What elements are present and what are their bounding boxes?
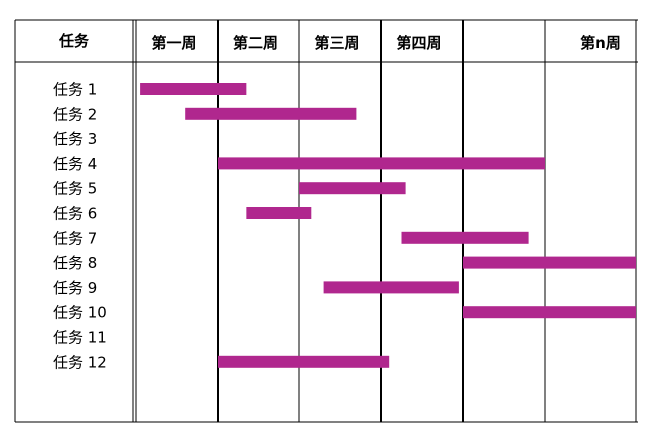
task-label: 任务 3 bbox=[53, 130, 97, 148]
task-label: 任务 7 bbox=[53, 229, 97, 247]
gantt-bar bbox=[323, 281, 459, 294]
task-label: 任务 8 bbox=[53, 254, 97, 272]
task-label: 任务 6 bbox=[53, 205, 97, 223]
task-label: 任务 4 bbox=[53, 155, 97, 173]
gantt-bar bbox=[463, 256, 636, 269]
task-label: 任务 1 bbox=[53, 81, 97, 99]
task-column-header: 任务 bbox=[58, 32, 90, 50]
task-label: 任务 11 bbox=[53, 329, 107, 347]
task-label: 任务 10 bbox=[53, 304, 107, 322]
task-label: 任务 12 bbox=[53, 353, 107, 371]
gantt-bar bbox=[218, 157, 545, 170]
task-label: 任务 5 bbox=[53, 180, 97, 198]
period-header: 第一周 bbox=[151, 34, 196, 52]
gantt-bar bbox=[218, 355, 390, 368]
gantt-bar bbox=[185, 107, 357, 120]
gantt-bar bbox=[463, 306, 636, 319]
period-header: 第n周 bbox=[580, 34, 621, 52]
period-header: 第三周 bbox=[314, 34, 359, 52]
gantt-bar bbox=[299, 182, 406, 195]
gantt-bar bbox=[401, 231, 529, 244]
task-label: 任务 9 bbox=[53, 279, 97, 297]
period-header: 第二周 bbox=[233, 34, 278, 52]
task-label: 任务 2 bbox=[53, 105, 97, 123]
gantt-bar bbox=[140, 83, 247, 95]
gantt-bar bbox=[246, 207, 312, 219]
period-header: 第四周 bbox=[396, 34, 441, 52]
